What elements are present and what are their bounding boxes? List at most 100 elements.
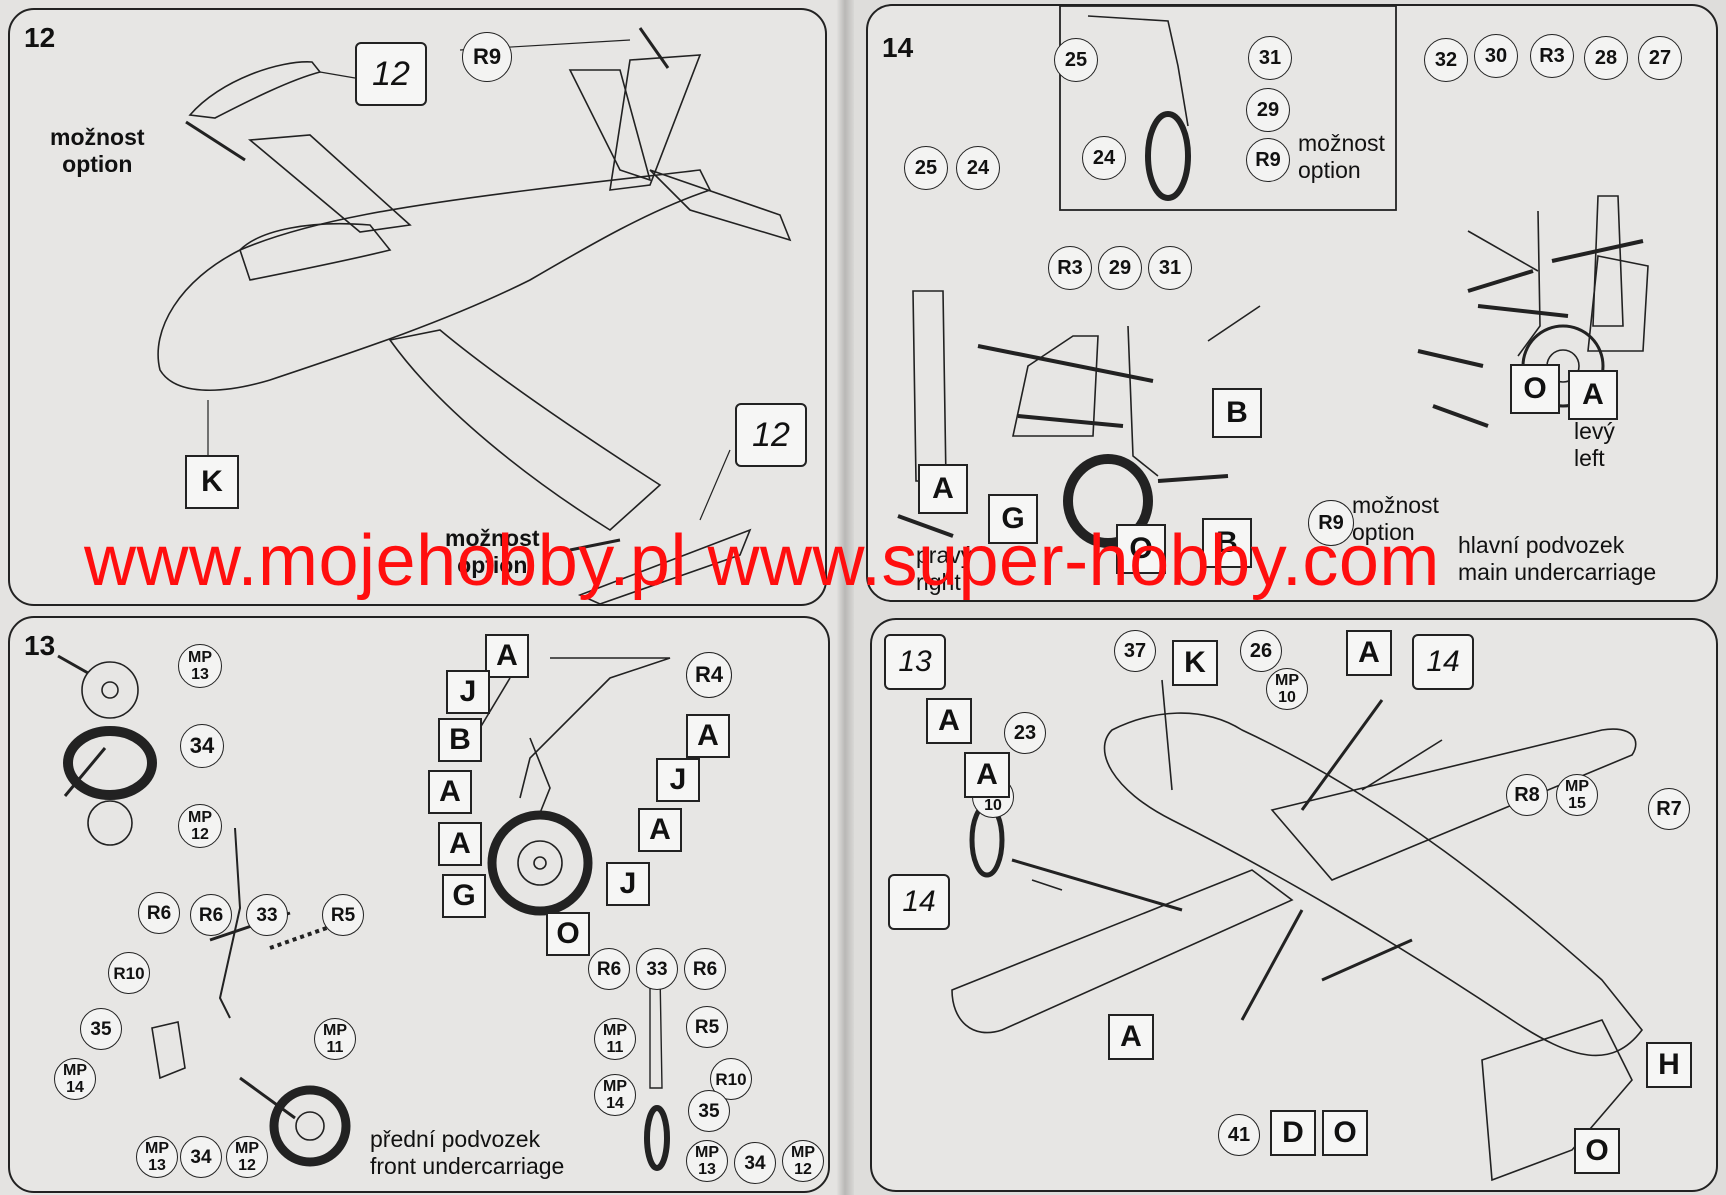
step-12-panel: 12 12 12 R9 K bbox=[8, 8, 827, 606]
part-box: B bbox=[438, 718, 482, 762]
front-undercarriage-label: přední podvozek front undercarriage bbox=[370, 1126, 565, 1179]
part-callout: 30 bbox=[1474, 34, 1518, 78]
step-number: 12 bbox=[24, 22, 56, 53]
step-ref-box: 13 bbox=[884, 634, 946, 690]
part-callout: R10 bbox=[108, 952, 150, 994]
part-callout: R6 bbox=[190, 894, 232, 936]
option-label: možnost option bbox=[1298, 130, 1385, 183]
part-callout: 25 bbox=[904, 146, 948, 190]
wing-right bbox=[388, 329, 662, 531]
part-callout: 33 bbox=[246, 894, 288, 936]
part-box: O bbox=[1574, 1128, 1620, 1174]
part-callout: 33 bbox=[636, 948, 678, 990]
tailplane bbox=[1481, 1019, 1633, 1182]
option-label: možnost option bbox=[50, 124, 145, 177]
fuselage bbox=[1103, 712, 1644, 1057]
part-callout: R9 bbox=[462, 32, 512, 82]
step-number: 13 bbox=[24, 630, 56, 661]
left-label: levý left bbox=[1574, 418, 1615, 471]
right-label: pravý right bbox=[916, 542, 973, 595]
option-label: možnost option bbox=[445, 525, 540, 578]
part-box: A bbox=[926, 698, 972, 744]
part-box: G bbox=[988, 494, 1038, 544]
tail-fin bbox=[609, 54, 702, 191]
part-box: O bbox=[546, 912, 590, 956]
wing-left bbox=[247, 134, 412, 233]
watermark: www.mojehobby.pl www.super-hobby.com bbox=[84, 521, 1440, 601]
part-callout: R6 bbox=[138, 892, 180, 934]
part-box: A bbox=[964, 752, 1010, 798]
step-14-panel: 14 25 31 29 24 bbox=[866, 4, 1718, 602]
part-callout: 32 bbox=[1424, 38, 1468, 82]
part-box: A bbox=[438, 822, 482, 866]
part-callout: 31 bbox=[1248, 36, 1292, 80]
part-callout: R8 bbox=[1506, 774, 1548, 816]
part-callout: 28 bbox=[1584, 36, 1628, 80]
part-callout: 27 bbox=[1638, 36, 1682, 80]
part-callout: 29 bbox=[1246, 88, 1290, 132]
step-ref-box: 12 bbox=[355, 42, 427, 106]
page-fold bbox=[836, 0, 854, 1195]
part-callout: 23 bbox=[1004, 712, 1046, 754]
part-callout: R4 bbox=[686, 652, 732, 698]
part-box: K bbox=[1172, 640, 1218, 686]
undercarriage-main-drawing bbox=[897, 6, 1649, 548]
part-box: K bbox=[185, 455, 239, 509]
part-box: D bbox=[1270, 1110, 1316, 1156]
step-ref-box: 14 bbox=[1412, 634, 1474, 690]
tailplane-option bbox=[577, 528, 752, 604]
part-box: J bbox=[656, 758, 700, 802]
part-callout: R6 bbox=[588, 948, 630, 990]
part-callout: 24 bbox=[956, 146, 1000, 190]
part-box: B bbox=[1212, 388, 1262, 438]
part-callout: 35 bbox=[80, 1008, 122, 1050]
part-box: A bbox=[428, 770, 472, 814]
step-number: 14 bbox=[882, 32, 914, 63]
part-box: A bbox=[1568, 370, 1618, 420]
fuselage bbox=[157, 169, 712, 392]
part-callout: 31 bbox=[1148, 246, 1192, 290]
part-box: G bbox=[442, 874, 486, 918]
step-ref-box: 12 bbox=[735, 403, 807, 467]
part-box: A bbox=[686, 714, 730, 758]
part-callout: R6 bbox=[684, 948, 726, 990]
part-box: A bbox=[485, 634, 529, 678]
canopy-part bbox=[188, 61, 322, 119]
part-box: O bbox=[1510, 364, 1560, 414]
part-callout: 24 bbox=[1082, 136, 1126, 180]
step-ref-box: 14 bbox=[888, 874, 950, 930]
wing-left bbox=[951, 869, 1294, 1034]
part-callout: R5 bbox=[322, 894, 364, 936]
part-box: J bbox=[606, 862, 650, 906]
aircraft-underside-drawing bbox=[951, 679, 1644, 1182]
part-box: A bbox=[638, 808, 682, 852]
part-box: O bbox=[1322, 1110, 1368, 1156]
part-callout: 29 bbox=[1098, 246, 1142, 290]
tailplane bbox=[649, 169, 792, 242]
part-box: A bbox=[1346, 630, 1392, 676]
part-callout: 41 bbox=[1218, 1114, 1260, 1156]
part-callout: R7 bbox=[1648, 788, 1690, 830]
part-callout: R3 bbox=[1048, 246, 1092, 290]
part-callout: 34 bbox=[180, 1136, 222, 1178]
part-callout: 37 bbox=[1114, 630, 1156, 672]
part-box: A bbox=[1108, 1014, 1154, 1060]
part-box: B bbox=[1202, 518, 1252, 568]
part-callout: R9 bbox=[1308, 500, 1354, 546]
part-callout: R9 bbox=[1246, 138, 1290, 182]
part-box: H bbox=[1646, 1042, 1692, 1088]
part-callout: 35 bbox=[688, 1090, 730, 1132]
